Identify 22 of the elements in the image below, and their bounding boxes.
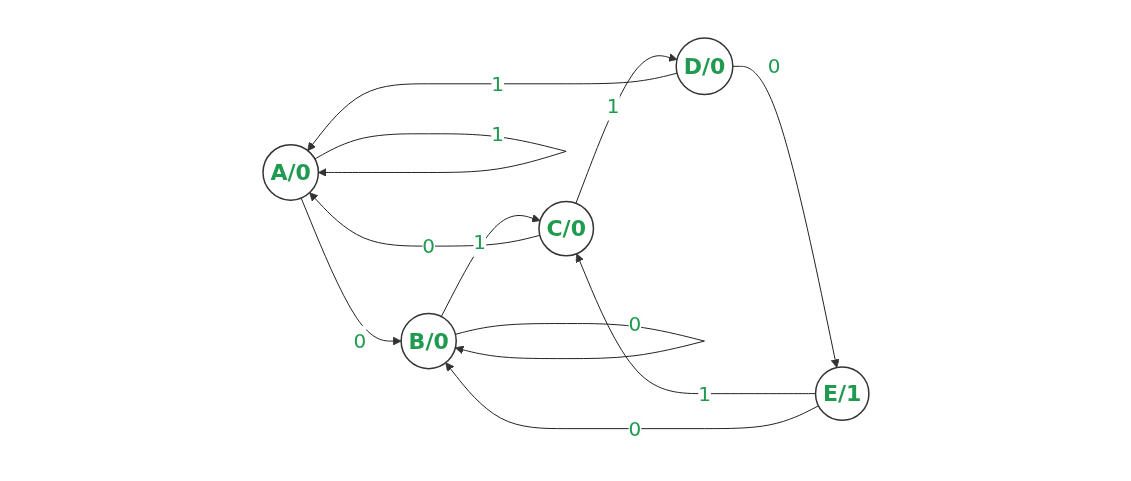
edge-label: 1 (490, 71, 504, 96)
edge-label: 1 (472, 229, 486, 254)
arrow (454, 322, 705, 359)
arrow (308, 191, 540, 247)
edge-label: 0 (628, 416, 641, 441)
arrow (575, 253, 816, 394)
edge-label: 0 (352, 328, 366, 353)
node-circle: E/1 (814, 365, 870, 421)
arrow (574, 52, 677, 204)
arrow (444, 362, 819, 429)
node-circle: B/0 (399, 312, 457, 370)
edge-label: 0 (767, 53, 781, 78)
arrow (440, 213, 541, 317)
edge-label: 1 (606, 93, 620, 118)
node-circle: D/0 (675, 36, 734, 96)
edge-label: 1 (490, 121, 504, 146)
edge-label: 0 (628, 311, 641, 336)
edge-label: 0 (421, 233, 435, 258)
edge-label: 1 (697, 381, 711, 406)
node-circle: C/0 (537, 200, 594, 257)
arrow (306, 72, 678, 151)
node-circle: A/0 (261, 143, 319, 201)
